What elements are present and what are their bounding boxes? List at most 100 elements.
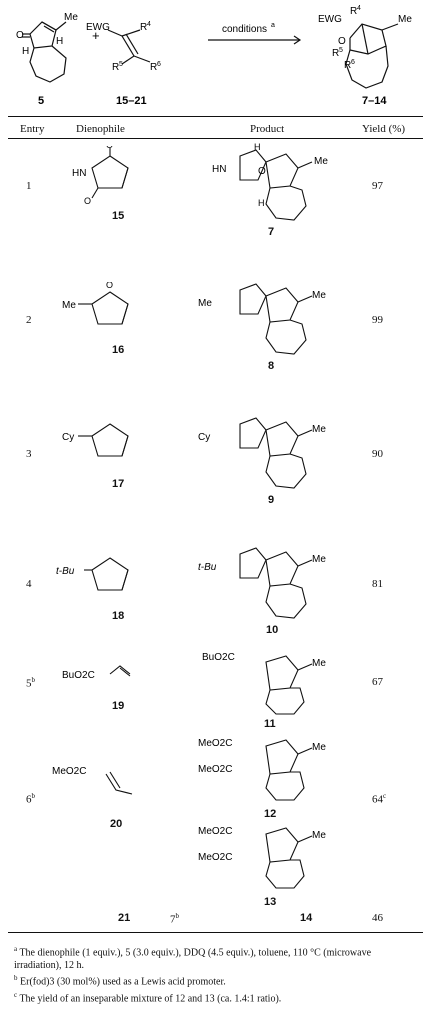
svg-text:Me: Me (312, 742, 326, 753)
dienophile-structure: Cy (62, 423, 129, 457)
svg-text:O: O (106, 146, 113, 150)
compound-5-label: 5 (38, 95, 44, 107)
yield-value: 67 (372, 676, 383, 688)
table-row-entry: 2 (26, 314, 32, 326)
svg-text:Me: Me (314, 156, 328, 167)
dienophile-compound-label: 16 (112, 344, 125, 356)
table-header-rule (8, 138, 423, 139)
table-row-entry: 1 (26, 180, 32, 192)
r6-label: R (344, 60, 351, 71)
r5-label: R (112, 62, 119, 73)
column-header-dienophile: Dienophile (76, 123, 125, 135)
ewg-label: EWG (318, 14, 342, 25)
yield-value: 90 (372, 448, 383, 460)
svg-text:Me: Me (312, 290, 326, 301)
dienophile-compound-label: 18 (112, 610, 125, 622)
svg-text:Cy: Cy (198, 432, 210, 443)
table-row-entry: 3 (26, 448, 32, 460)
svg-text:Me: Me (198, 298, 212, 309)
reaction-scheme: O Me H H 5 + EWG R 4 R 5 R 6 15–21 condi… (16, 5, 412, 107)
product-compound-label: 7 (268, 226, 275, 238)
dienophile-structure: BuO2C (62, 665, 131, 681)
yield-value: 97 (372, 180, 383, 192)
product-compound-label: 14 (300, 912, 313, 924)
footnote-c: c The yield of an inseparable mixture of… (14, 990, 282, 1004)
svg-text:HN: HN (72, 168, 86, 179)
ketone-oxygen-atom: O (16, 30, 24, 41)
dienophile-structure: O O HN (72, 146, 129, 206)
svg-text:t-Bu: t-Bu (198, 562, 217, 573)
r4-label: R (350, 6, 357, 17)
table-top-rule (8, 116, 423, 117)
product-compound-label: 11 (264, 718, 276, 730)
table-row-entry: 4 (26, 578, 32, 590)
product-compound-label: 9 (268, 494, 275, 506)
table-row-entry: 6b (26, 792, 35, 806)
methyl-label: Me (64, 12, 78, 23)
dienophile-structure: Me O (62, 282, 129, 325)
conditions-footnote-mark: a (271, 22, 275, 29)
r6-number: 6 (351, 59, 355, 66)
table-bottom-rule (8, 932, 423, 933)
hydrogen-label: H (56, 36, 63, 47)
r4-label: R (140, 22, 147, 33)
svg-text:Me: Me (62, 300, 76, 311)
svg-text:MeO2C: MeO2C (52, 766, 86, 777)
svg-text:Me: Me (312, 424, 326, 435)
yield-value: 64c (372, 792, 387, 806)
svg-text:MeO2C: MeO2C (198, 764, 232, 775)
dienophile-compound-label: 21 (118, 912, 131, 924)
svg-text:MeO2C: MeO2C (198, 852, 232, 863)
svg-text:Me: Me (312, 658, 326, 669)
r6-label: R (150, 62, 157, 73)
svg-text:Me: Me (312, 554, 326, 565)
hydrogen-label: H (22, 46, 29, 57)
svg-text:O: O (84, 196, 91, 206)
svg-text:HN: HN (212, 164, 226, 175)
footnote-a: a The dienophile (1 equiv.), 5 (3.0 equi… (14, 945, 372, 972)
product-compound-label: 12 (264, 808, 277, 820)
r4-number: 4 (357, 5, 361, 12)
column-header-entry: Entry (20, 123, 45, 135)
r5-number: 5 (339, 47, 343, 54)
product-compound-label: 8 (268, 360, 275, 372)
dienophile-structure: MeO2C (52, 766, 133, 795)
table-footnotes: a The dienophile (1 equiv.), 5 (3.0 equi… (14, 943, 418, 1005)
svg-text:t-Bu: t-Bu (56, 566, 75, 577)
yield-value: 81 (372, 578, 383, 590)
svg-text:MeO2C: MeO2C (198, 826, 232, 837)
ewg-label: EWG (86, 22, 110, 33)
yield-value: 99 (372, 314, 383, 326)
footnote-b: b Er(fod)3 (30 mol%) used as a Lewis aci… (14, 974, 226, 988)
svg-text:MeO2C: MeO2C (198, 738, 232, 749)
svg-text:O: O (258, 166, 266, 177)
dienophile-compound-label: 17 (112, 478, 125, 490)
r5-label: R (332, 48, 339, 59)
product-compound-label: 13 (264, 896, 277, 908)
dienophile-compound-label: 20 (110, 818, 123, 830)
plus-sign: + (92, 28, 100, 43)
svg-text:BuO2C: BuO2C (202, 652, 235, 663)
methyl-label: Me (398, 14, 412, 25)
svg-text:BuO2C: BuO2C (62, 670, 95, 681)
svg-text:O: O (106, 282, 113, 290)
product-structure: Me BuO2C (202, 652, 326, 715)
bridge-oxygen-atom: O (338, 36, 346, 47)
table-row-entry: 5b (26, 676, 35, 690)
svg-text:H: H (258, 198, 265, 208)
conditions-label: conditions (222, 24, 267, 35)
svg-text:Me: Me (312, 830, 326, 841)
column-header-yield: Yield (%) (362, 123, 406, 135)
product-range-label: 7–14 (362, 95, 387, 107)
column-header-product: Product (250, 123, 285, 135)
yield-value: 46 (372, 912, 383, 924)
dienophile-structure: t-Bu (56, 557, 129, 591)
r6-number: 6 (157, 61, 161, 68)
product-structure: Me t-Bu (198, 547, 326, 619)
r5-number: 5 (119, 61, 123, 68)
